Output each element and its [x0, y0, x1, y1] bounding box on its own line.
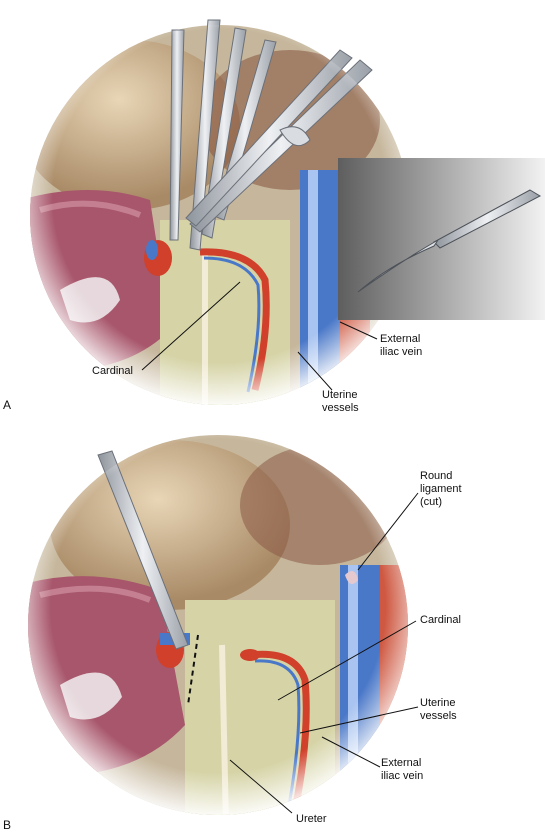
panel-b-illustration	[28, 435, 419, 815]
label-round-ligament: Round ligament (cut)	[420, 470, 462, 508]
label-external-iliac-vein-a: External iliac vein	[380, 333, 423, 358]
scalpel-inset	[338, 158, 545, 320]
label-ureter: Ureter	[296, 813, 327, 825]
panel-a-letter: A	[3, 398, 12, 412]
panel-a-illustration	[30, 19, 545, 405]
label-cardinal-a: Cardinal	[92, 365, 133, 377]
panel-a: A Cardinal External iliac vein Uterine v…	[3, 19, 545, 414]
label-external-iliac-vein-b: External iliac vein	[381, 757, 424, 782]
panel-b-letter: B	[3, 818, 12, 832]
label-uterine-vessels-b: Uterine vessels	[420, 697, 457, 722]
panel-b: B Round ligament (cut) Cardinal Uterine …	[0, 415, 545, 835]
label-uterine-vessels-a: Uterine vessels	[322, 389, 359, 414]
label-cardinal-b: Cardinal	[420, 614, 461, 626]
